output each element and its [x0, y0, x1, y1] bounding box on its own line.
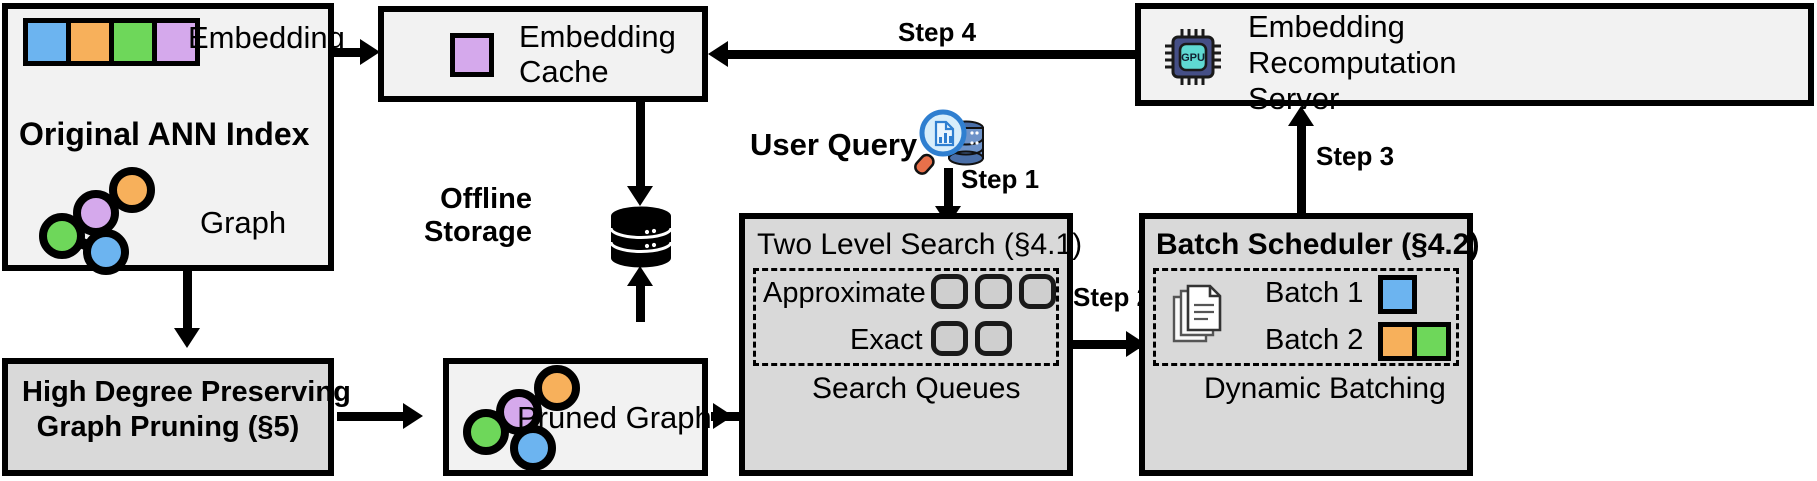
- batch-2-swatch-green: [1412, 322, 1451, 361]
- arrow-step3-head: [1288, 106, 1314, 126]
- batch-1-label: Batch 1: [1265, 277, 1364, 309]
- embedding-swatch-row: [23, 18, 200, 66]
- arrow-pruned-to-storage-line: [636, 286, 645, 322]
- arrow-cache-to-storage-head: [627, 186, 653, 206]
- step4-label: Step 4: [898, 17, 977, 47]
- exact-slot[interactable]: [931, 321, 968, 356]
- original-graph-glyph: [39, 167, 155, 275]
- arrow-pruning-to-pruned-head: [403, 403, 423, 429]
- svg-text:GPU: GPU: [1181, 52, 1205, 64]
- exact-row-label: Exact: [850, 324, 923, 356]
- embedding-cache-label: Embedding Cache: [519, 19, 676, 90]
- arrow-index-to-cache-head: [360, 39, 380, 65]
- arrow-cache-to-storage-line: [636, 102, 645, 190]
- approximate-row-label: Approximate: [763, 277, 926, 309]
- embedding-swatch-blue: [23, 18, 71, 66]
- arrow-index-to-pruning-line: [183, 271, 192, 331]
- exact-slot-row: [931, 321, 1012, 356]
- original-ann-index-title: Original ANN Index: [19, 116, 310, 152]
- arrow-step4-line: [724, 50, 1136, 59]
- high-degree-pruning-label: High Degree Preserving Graph Pruning (§5…: [22, 376, 351, 444]
- exact-slot[interactable]: [975, 321, 1012, 356]
- arrow-pruned-to-search-head: [713, 403, 733, 429]
- dynamic-batching-caption: Dynamic Batching: [1204, 372, 1446, 405]
- pruned-graph-label: Pruned Graph: [517, 400, 712, 435]
- documents-stack-icon: [1172, 284, 1222, 343]
- embedding-swatch-purple: [152, 18, 200, 66]
- pruned-graph-glyph: [463, 365, 580, 471]
- batch-2-label: Batch 2: [1265, 324, 1364, 356]
- query-search-database-icon: [914, 109, 984, 175]
- batch-scheduler-title: Batch Scheduler (§4.2): [1156, 228, 1480, 261]
- user-query-label: User Query: [750, 127, 918, 162]
- recomputation-server-box: [1135, 3, 1814, 106]
- arrow-step1-line: [944, 168, 953, 210]
- arrow-step2-line: [1073, 340, 1141, 349]
- search-queues-caption: Search Queues: [812, 372, 1021, 405]
- embedding-swatch-green: [109, 18, 157, 66]
- arrow-index-to-cache-line: [334, 48, 364, 57]
- batch-1-swatch-blue: [1378, 275, 1417, 314]
- arrow-step3-line: [1297, 124, 1306, 216]
- embedding-cache-box: [378, 6, 708, 102]
- arrow-pruning-to-pruned-line: [337, 412, 407, 421]
- embedding-label: Embedding: [188, 20, 345, 55]
- embedding-swatch-orange: [66, 18, 114, 66]
- offline-storage-label: Offline Storage: [424, 183, 532, 249]
- batch-1-swatch-row: [1378, 275, 1417, 314]
- embedding-cache-swatch: [450, 33, 494, 77]
- approximate-slot[interactable]: [931, 274, 968, 309]
- recomputation-server-label: Embedding Recomputation Server: [1248, 9, 1457, 116]
- approximate-slot[interactable]: [1019, 274, 1056, 309]
- two-level-search-title: Two Level Search (§4.1): [757, 228, 1083, 261]
- step1-label: Step 1: [961, 164, 1040, 194]
- dynamic-batching-dashed-panel: [1153, 268, 1459, 366]
- search-queues-dashed-panel: [753, 268, 1059, 366]
- two-level-search-box: [739, 213, 1073, 476]
- arrow-index-to-pruning-head: [174, 328, 200, 348]
- database-cylinder-icon: [609, 206, 673, 268]
- graph-label: Graph: [200, 205, 287, 240]
- high-degree-pruning-box: [2, 358, 334, 476]
- step3-label: Step 3: [1316, 141, 1395, 171]
- arrow-pruned-to-storage-head: [627, 266, 653, 286]
- batch-2-swatch-row: [1378, 322, 1451, 361]
- gpu-chip-icon: GPU: [1165, 29, 1221, 85]
- approximate-slot[interactable]: [975, 274, 1012, 309]
- approximate-slot-row: [931, 274, 1056, 309]
- arrow-step4-head: [708, 41, 728, 67]
